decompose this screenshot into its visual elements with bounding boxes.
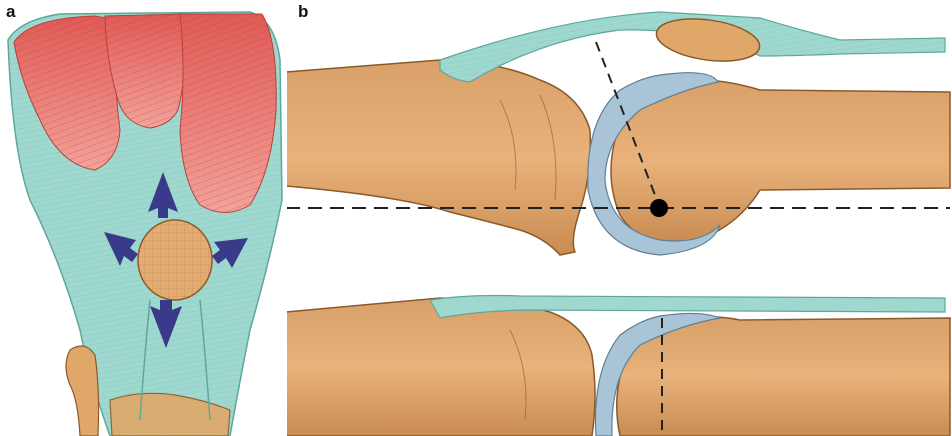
meniscus-bottom bbox=[594, 312, 723, 436]
panel-label-b: b bbox=[298, 2, 309, 21]
tibia-bottom bbox=[615, 315, 951, 436]
arrow-down-icon bbox=[150, 300, 182, 348]
panel-b-bottom-knee-side bbox=[285, 294, 951, 436]
panel-b-top-knee-side bbox=[285, 11, 951, 256]
femur-bottom bbox=[285, 297, 596, 436]
arrow-up-icon bbox=[148, 172, 178, 218]
meniscus-top bbox=[587, 72, 721, 256]
quadriceps-tendon-bottom bbox=[429, 294, 946, 319]
fibula-head bbox=[65, 345, 100, 436]
arrow-left-icon bbox=[104, 232, 138, 266]
panel-label-a: a bbox=[6, 2, 16, 21]
axis-line-oblique bbox=[595, 41, 661, 209]
tibia-top bbox=[610, 78, 951, 244]
panel-a-knee-front bbox=[7, 11, 283, 436]
patella-top bbox=[655, 18, 761, 62]
rotation-center-point bbox=[650, 199, 668, 217]
arrow-right-icon bbox=[212, 238, 248, 268]
femur-top bbox=[285, 59, 592, 256]
tibia-shaft bbox=[109, 392, 231, 436]
